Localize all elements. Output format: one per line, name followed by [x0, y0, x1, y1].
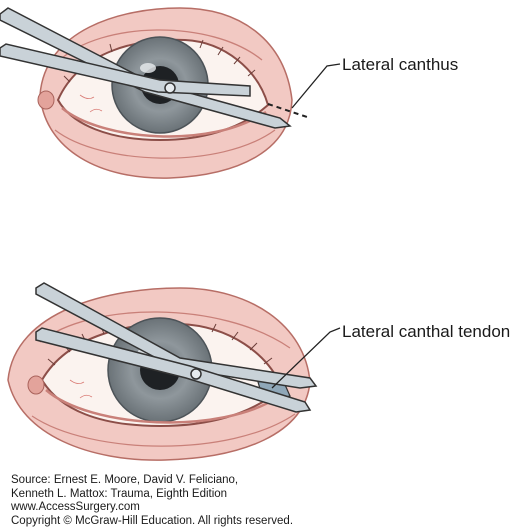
leader-line-top [291, 63, 341, 109]
lower-lid-crease [54, 129, 276, 159]
credit-line: Kenneth L. Mattox: Trauma, Eighth Editio… [11, 487, 228, 500]
credit-line: Copyright © McGraw-Hill Education. All r… [11, 514, 294, 527]
scissors-blade-2 [35, 327, 312, 413]
canthotomy-line [267, 103, 311, 119]
source-credit: Source: Ernest E. Moore, David V. Felici… [11, 474, 293, 528]
scissors-blade-2 [0, 43, 251, 97]
caruncle [37, 90, 55, 110]
label-lateral-canthus: Lateral canthus [342, 55, 459, 74]
lower-lid [61, 107, 267, 138]
eye-illustration-bottom [7, 282, 341, 461]
scissors-blade-1 [0, 7, 292, 129]
scissors-pivot [190, 368, 202, 380]
eye-illustration-top [0, 7, 341, 179]
credit-line: www.AccessSurgery.com [11, 501, 140, 513]
highlight [140, 63, 156, 73]
label-lateral-canthal-tendon: Lateral canthal tendon [342, 322, 511, 341]
leader-line-bottom [271, 327, 341, 389]
credit-line: Source: Ernest E. Moore, David V. Felici… [11, 474, 239, 486]
upper-lid-crease [39, 311, 291, 349]
caruncle [27, 375, 45, 395]
scissors-pivot [164, 82, 176, 94]
lower-lid-crease [31, 413, 296, 447]
lower-lid [45, 389, 281, 424]
